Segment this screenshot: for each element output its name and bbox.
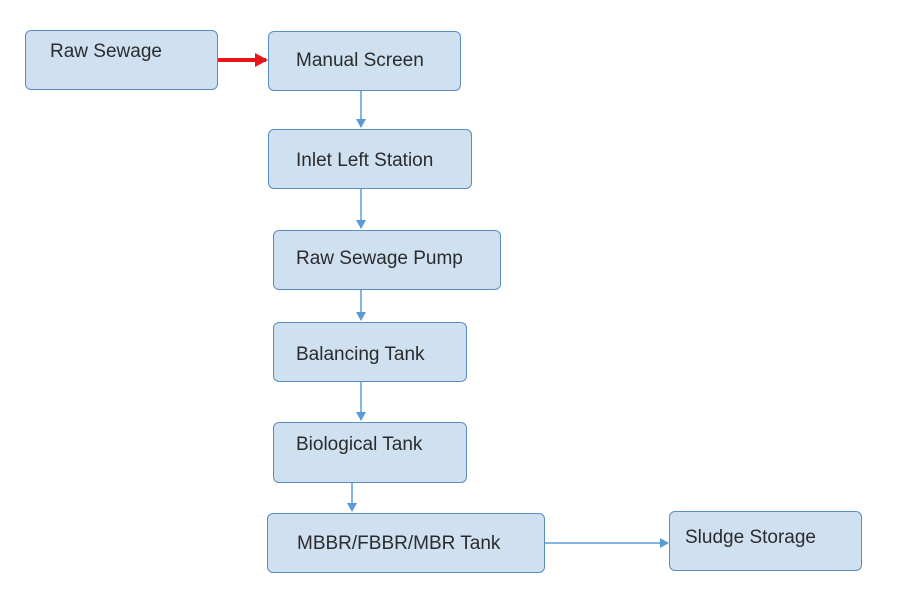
node-inlet-left-station: Inlet Left Station	[268, 129, 472, 189]
node-mbbr-fbbr-mbr-tank-label: MBBR/FBBR/MBR Tank	[297, 533, 501, 554]
node-balancing-tank-label: Balancing Tank	[296, 344, 425, 365]
node-raw-sewage-pump-label: Raw Sewage Pump	[296, 248, 463, 269]
node-raw-sewage-label: Raw Sewage	[50, 41, 162, 62]
node-manual-screen-label: Manual Screen	[296, 50, 424, 71]
node-manual-screen: Manual Screen	[268, 31, 461, 91]
node-biological-tank: Biological Tank	[273, 422, 467, 483]
node-inlet-left-station-label: Inlet Left Station	[296, 150, 434, 171]
node-mbbr-fbbr-mbr-tank: MBBR/FBBR/MBR Tank	[267, 513, 545, 573]
node-sludge-storage-label: Sludge Storage	[685, 527, 816, 548]
node-sludge-storage: Sludge Storage	[669, 511, 862, 571]
node-balancing-tank: Balancing Tank	[273, 322, 467, 382]
node-raw-sewage-pump: Raw Sewage Pump	[273, 230, 501, 290]
node-biological-tank-label: Biological Tank	[296, 434, 423, 455]
node-raw-sewage: Raw Sewage	[25, 30, 218, 90]
